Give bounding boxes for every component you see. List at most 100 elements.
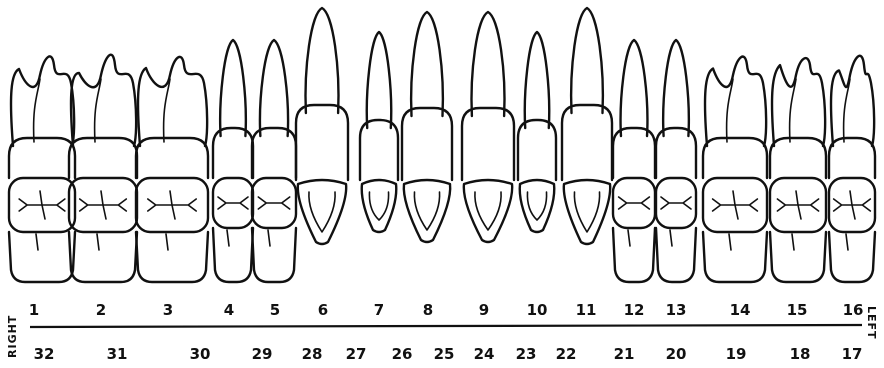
tooth-crown (770, 138, 826, 178)
upper-tooth-number: 5 (270, 301, 280, 319)
tooth-crown (562, 105, 612, 180)
incisal-surface (464, 180, 512, 242)
tooth-crown (213, 128, 253, 178)
tooth-crown (136, 138, 208, 178)
cingulum-outline (309, 192, 335, 232)
right-side-label: RIGHT (6, 315, 19, 358)
tooth-root (663, 40, 689, 136)
occlusal-fissure (619, 197, 650, 209)
lingual-crown (9, 232, 75, 282)
occlusal-fissure (661, 197, 691, 209)
tooth-10 (518, 32, 556, 232)
lingual-crown (770, 232, 826, 282)
upper-tooth-number: 13 (666, 301, 687, 319)
lingual-crown (613, 228, 655, 282)
lingual-crown (69, 232, 137, 282)
tooth-crown (703, 138, 767, 178)
root-furcation (844, 79, 850, 142)
lower-tooth-number: 27 (346, 345, 367, 363)
lower-tooth-number: 32 (34, 345, 55, 363)
lower-tooth-number: 24 (474, 345, 495, 363)
upper-tooth-number: 1 (29, 301, 39, 319)
lower-tooth-number: 17 (842, 345, 863, 363)
occlusal-fissure (19, 191, 65, 219)
lower-tooth-number: 22 (556, 345, 577, 363)
lower-tooth-number: 31 (107, 345, 128, 363)
upper-tooth-number: 3 (163, 301, 173, 319)
root-furcation (727, 79, 733, 142)
lingual-crown (136, 232, 208, 282)
incisal-surface (362, 180, 397, 232)
cingulum-outline (369, 192, 388, 220)
tooth-15 (770, 58, 826, 282)
lingual-groove (729, 234, 731, 250)
upper-tooth-number: 11 (576, 301, 597, 319)
incisal-surface (520, 180, 555, 232)
lingual-crown (656, 228, 696, 282)
lower-tooth-number: 25 (434, 345, 455, 363)
tooth-root (71, 55, 136, 146)
upper-tooth-number: 8 (423, 301, 433, 319)
arch-divider-line (30, 325, 862, 327)
lingual-groove (792, 234, 794, 250)
tooth-crown (402, 108, 452, 180)
tooth-root (306, 8, 339, 113)
lingual-crown (252, 228, 296, 282)
tooth-crown (296, 105, 348, 180)
tooth-1 (9, 56, 75, 282)
upper-tooth-number: 2 (96, 301, 106, 319)
tooth-root (831, 56, 874, 146)
tooth-6 (296, 8, 348, 244)
tooth-root (11, 56, 74, 146)
tooth-2 (69, 55, 137, 282)
tooth-root (367, 32, 391, 128)
tooth-crown (518, 120, 556, 180)
upper-tooth-number: 12 (624, 301, 645, 319)
lingual-groove (268, 230, 270, 246)
lower-tooth-number: 26 (392, 345, 413, 363)
teeth-row (9, 8, 875, 282)
occlusal-fissure (713, 191, 758, 219)
tooth-root (772, 58, 825, 146)
lingual-groove (36, 234, 38, 250)
tooth-8 (402, 12, 452, 242)
cingulum-outline (475, 192, 501, 230)
tooth-7 (360, 32, 398, 232)
cingulum-outline (574, 192, 599, 232)
root-furcation (34, 79, 40, 142)
occlusal-fissure (777, 191, 818, 219)
lower-tooth-number: 29 (252, 345, 273, 363)
lower-tooth-number: 18 (790, 345, 811, 363)
tooth-crown (829, 138, 875, 178)
tooth-12 (613, 40, 655, 282)
upper-tooth-number: 14 (730, 301, 751, 319)
cingulum-outline (527, 192, 546, 220)
upper-tooth-number: 4 (224, 301, 234, 319)
occlusal-fissure (258, 197, 289, 209)
occlusal-fissure (834, 191, 871, 219)
root-furcation (790, 79, 796, 142)
upper-tooth-number: 6 (318, 301, 328, 319)
occlusal-fissure (218, 197, 248, 209)
tooth-crown (462, 108, 514, 180)
lingual-crown (703, 232, 767, 282)
tooth-4 (213, 40, 253, 282)
tooth-crown (9, 138, 75, 178)
root-furcation (164, 79, 170, 142)
occlusal-fissure (148, 191, 196, 219)
lingual-crown (829, 232, 875, 282)
occlusal-fissure (80, 191, 127, 219)
lower-tooth-number: 20 (666, 345, 687, 363)
cingulum-outline (414, 192, 439, 230)
upper-tooth-number: 15 (787, 301, 808, 319)
tooth-crown (360, 120, 398, 180)
tooth-9 (462, 12, 514, 242)
incisal-surface (298, 180, 346, 244)
tooth-11 (562, 8, 612, 244)
tooth-13 (656, 40, 696, 282)
lingual-groove (670, 230, 672, 246)
tooth-16 (829, 56, 875, 282)
lingual-crown (213, 228, 253, 282)
incisal-surface (404, 180, 450, 242)
tooth-root (138, 57, 207, 146)
